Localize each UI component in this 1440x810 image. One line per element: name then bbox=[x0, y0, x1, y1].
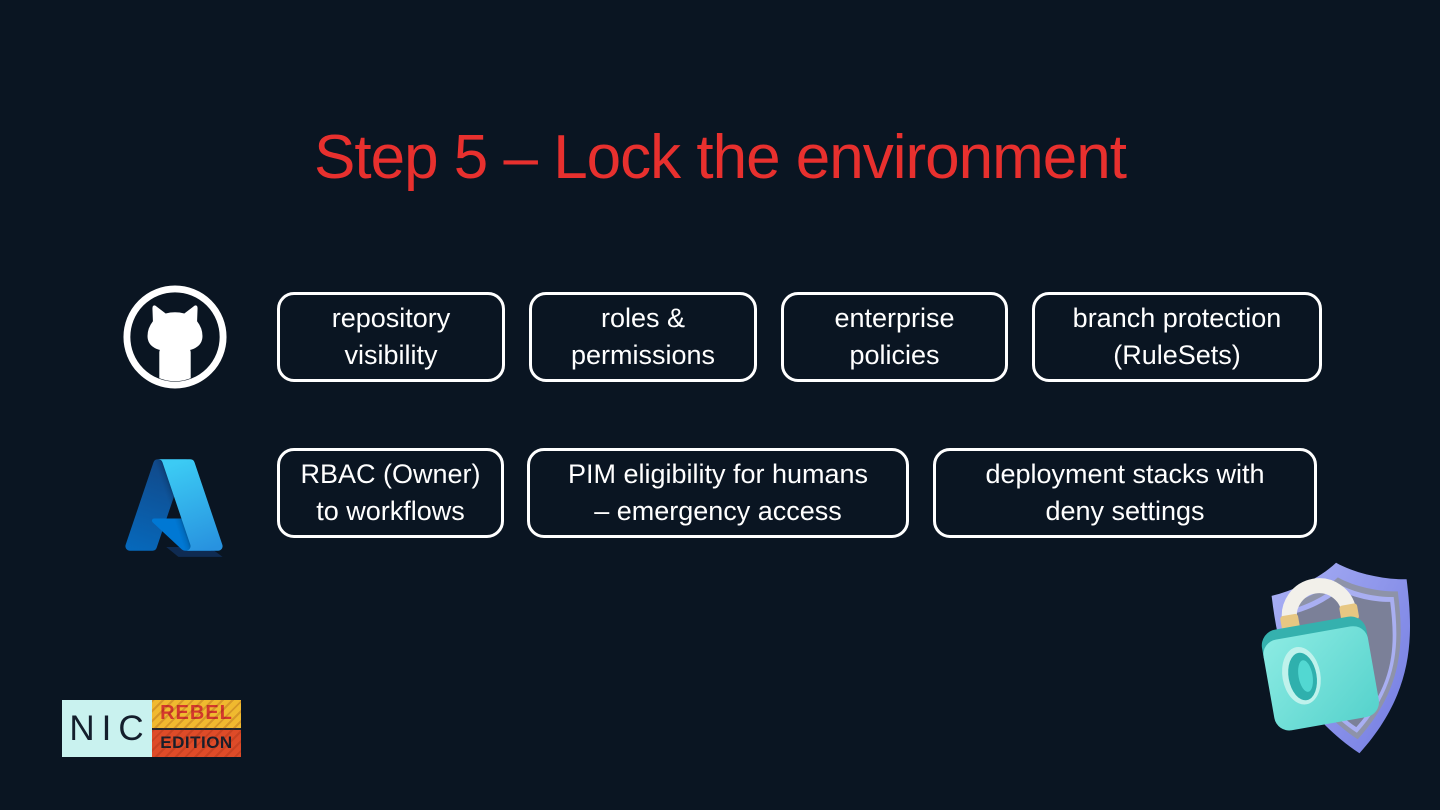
nic-rebel-edition-logo: NIC REBEL EDITION bbox=[62, 700, 241, 757]
shield-lock-illustration bbox=[1252, 550, 1440, 782]
github-icon bbox=[122, 284, 228, 390]
logo-badge: REBEL EDITION bbox=[152, 700, 241, 757]
box-rbac-owner: RBAC (Owner) to workflows bbox=[277, 448, 504, 538]
slide-title: Step 5 – Lock the environment bbox=[314, 123, 1127, 192]
azure-icon bbox=[118, 452, 230, 558]
logo-edition-text: EDITION bbox=[152, 729, 241, 757]
box-pim-eligibility: PIM eligibility for humans – emergency a… bbox=[527, 448, 909, 538]
box-repository-visibility: repository visibility bbox=[277, 292, 505, 382]
box-deployment-stacks: deployment stacks with deny settings bbox=[933, 448, 1317, 538]
box-branch-protection: branch protection (RuleSets) bbox=[1032, 292, 1322, 382]
box-roles-permissions: roles & permissions bbox=[529, 292, 757, 382]
logo-nic-text: NIC bbox=[62, 700, 152, 757]
logo-rebel-text: REBEL bbox=[152, 700, 241, 730]
box-enterprise-policies: enterprise policies bbox=[781, 292, 1008, 382]
